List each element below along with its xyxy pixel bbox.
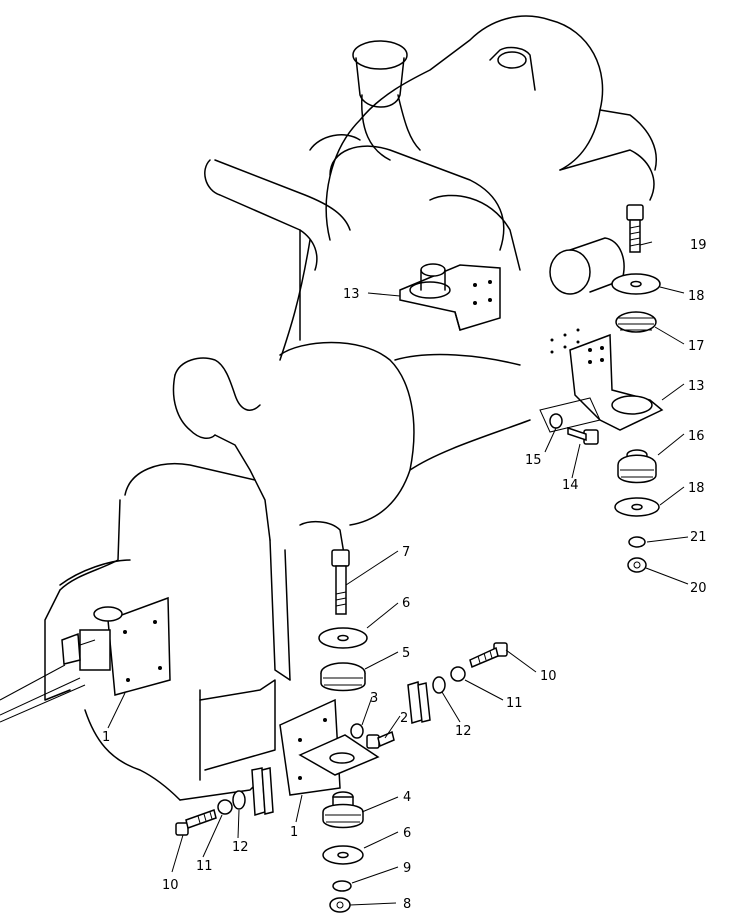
bolt-2 — [366, 730, 395, 749]
right-mount-bracket-b — [539, 328, 664, 433]
nut-8 — [329, 897, 351, 913]
label-part-18-upper: 18 — [688, 289, 705, 304]
washer-6-upper — [318, 627, 368, 649]
leader-lines — [107, 241, 689, 906]
label-part-4: 4 — [403, 790, 411, 805]
label-part-20: 20 — [690, 581, 707, 596]
bolt-7 — [331, 549, 350, 615]
washer-18-upper — [611, 273, 661, 295]
bolt-10-left — [175, 809, 217, 836]
label-part-17: 17 — [688, 339, 705, 354]
label-part-2: 2 — [400, 711, 408, 726]
label-part-18-lower: 18 — [688, 481, 705, 496]
label-part-8: 8 — [403, 897, 411, 912]
part-number-labels: 13 19 18 17 13 16 18 21 20 15 14 7 6 5 3… — [102, 238, 707, 912]
label-part-9: 9 — [403, 861, 411, 876]
label-part-11-right: 11 — [506, 696, 523, 711]
label-part-1-left: 1 — [102, 730, 110, 745]
washer-11-right — [450, 666, 466, 682]
washer-18-lower — [614, 497, 660, 517]
washer-3 — [350, 723, 364, 739]
nut-20 — [627, 557, 647, 573]
label-part-1-center: 1 — [290, 825, 298, 840]
label-part-7: 7 — [402, 545, 410, 560]
front-mount-bracket-left — [61, 596, 171, 696]
label-part-5: 5 — [402, 646, 410, 661]
bolt-10-right — [469, 642, 508, 669]
washer-9 — [332, 880, 352, 892]
label-part-16: 16 — [688, 429, 705, 444]
label-part-12-right: 12 — [455, 724, 472, 739]
washer-15 — [549, 413, 563, 429]
washer-21 — [628, 536, 646, 548]
label-part-19: 19 — [690, 238, 707, 253]
label-part-15: 15 — [525, 453, 542, 468]
bolt-14 — [567, 426, 599, 445]
front-mount-bracket-center — [279, 698, 380, 796]
washer-11-left — [217, 799, 233, 815]
label-part-3: 3 — [370, 691, 378, 706]
cushion-5 — [320, 662, 366, 692]
label-part-6-upper: 6 — [402, 596, 410, 611]
label-part-13-right: 13 — [688, 379, 705, 394]
label-part-10-right: 10 — [540, 669, 557, 684]
shim-plates-right — [407, 681, 431, 724]
label-part-10-left: 10 — [162, 878, 179, 893]
label-part-14: 14 — [562, 478, 579, 493]
label-part-13-upper: 13 — [343, 287, 360, 302]
label-part-21: 21 — [690, 530, 707, 545]
cushion-4 — [322, 791, 364, 829]
label-part-12-left: 12 — [232, 840, 249, 855]
washer-12-left — [232, 790, 246, 810]
cushion-17 — [615, 311, 657, 333]
shim-plates-left — [251, 767, 274, 816]
upper-mount-bracket-a — [399, 263, 501, 331]
cushion-16 — [617, 449, 657, 484]
label-part-11-left: 11 — [196, 859, 213, 874]
bolt-19 — [626, 204, 644, 253]
washer-12-right — [432, 676, 446, 694]
label-part-6-lower: 6 — [403, 826, 411, 841]
washer-6-lower — [322, 845, 364, 865]
